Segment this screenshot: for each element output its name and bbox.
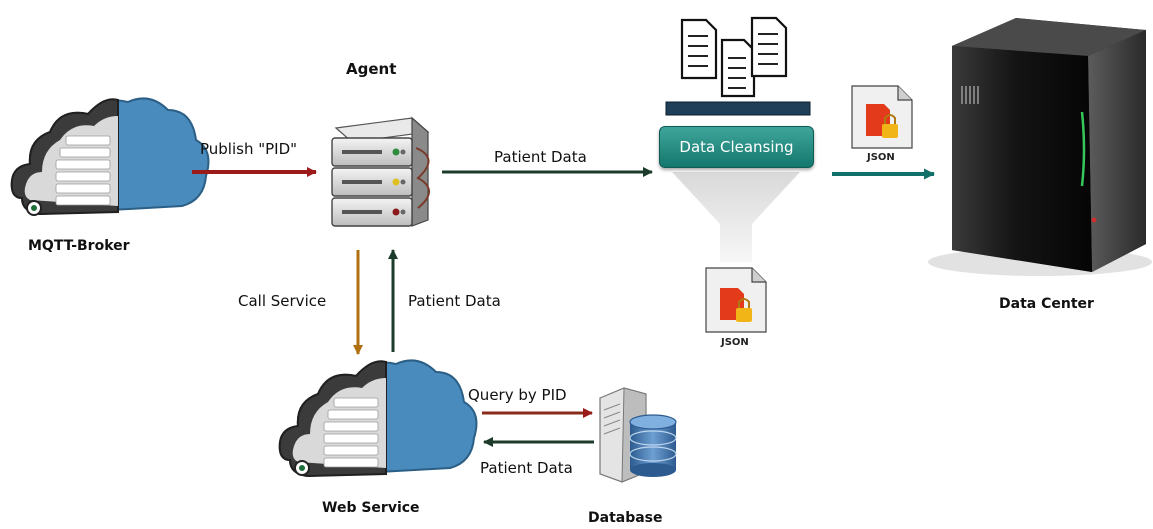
web-service-icon (278, 359, 478, 478)
mqtt-broker-icon (10, 97, 210, 216)
query-label: Query by PID (468, 386, 567, 404)
datacenter-tower-icon (928, 18, 1152, 276)
publish-label: Publish "PID" (200, 140, 298, 158)
agent-server-icon (331, 116, 430, 227)
funnel-icon (672, 172, 800, 262)
data-cleansing-box: Data Cleansing (659, 126, 814, 168)
agent-label: Agent (346, 60, 397, 78)
database-label: Database (588, 510, 663, 526)
mqtt-broker-label: MQTT-Broker (28, 238, 130, 254)
json-label-out: JSON (867, 152, 895, 163)
document-stack-icon (680, 16, 788, 98)
json-label-mid: JSON (721, 337, 749, 348)
database-icon (599, 387, 677, 483)
db-to-ws-label: Patient Data (480, 459, 573, 477)
agent-to-cleansing-label: Patient Data (494, 148, 587, 166)
json-file-icon-mid (705, 267, 767, 333)
data-center-label: Data Center (999, 296, 1094, 312)
ws-to-agent-label: Patient Data (408, 292, 501, 310)
web-service-label: Web Service (322, 500, 420, 516)
call-service-label: Call Service (238, 292, 327, 310)
json-file-icon (851, 85, 913, 149)
filter-bar (665, 101, 811, 116)
